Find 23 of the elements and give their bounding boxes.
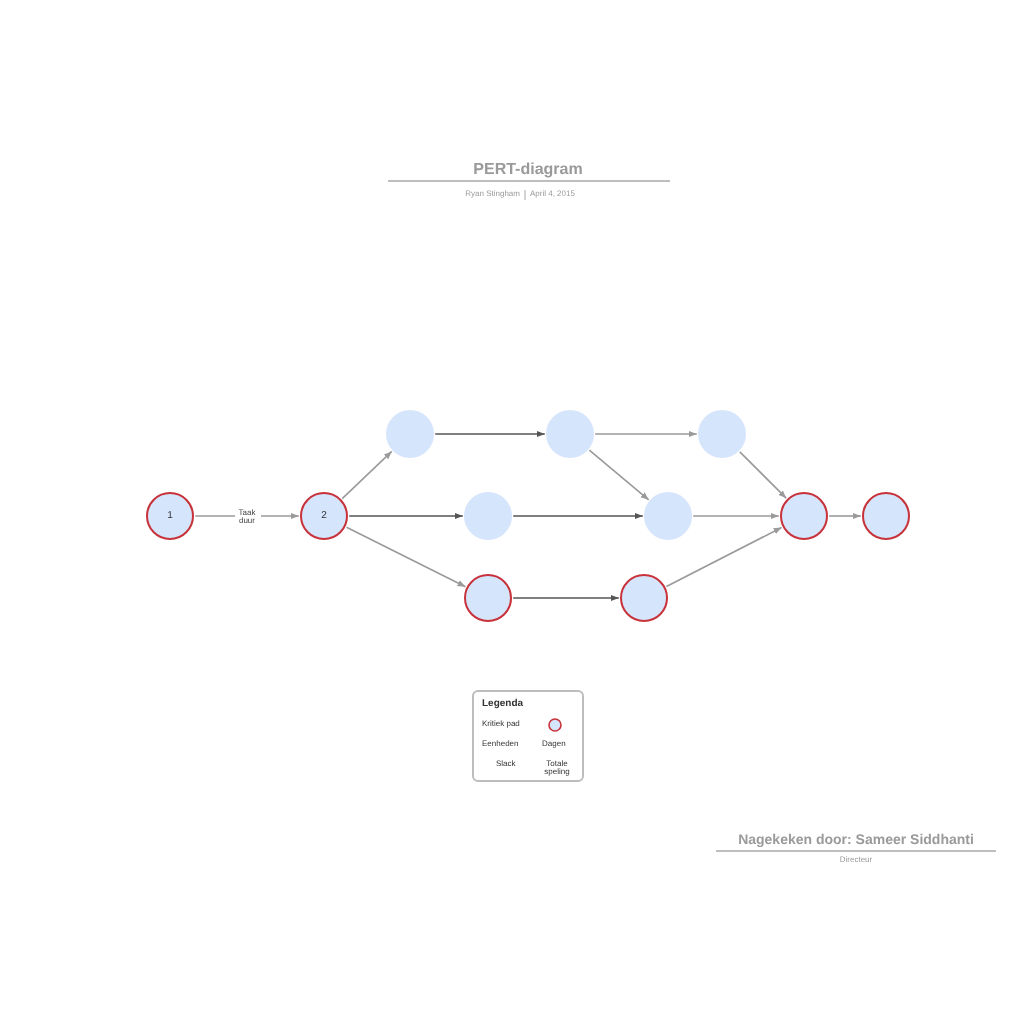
arrow [434,430,546,438]
diagram-title: PERT-diagram [471,162,585,180]
arrow [348,512,464,520]
arrow [594,430,698,438]
event-circle [644,492,692,540]
arrow [588,449,650,501]
arrow [828,512,862,520]
arrow [665,526,783,588]
event-circle [698,410,746,458]
arrow [341,450,393,500]
arrow [512,512,644,520]
event-circle [464,492,512,540]
event-circle [464,574,512,622]
arrow [692,512,780,520]
event-circle [862,492,910,540]
event-circle [546,410,594,458]
arrow [739,451,787,499]
event-circle [780,492,828,540]
arrow [345,526,467,588]
event-circle [386,410,434,458]
arrow [512,594,620,602]
event-circle [620,574,668,622]
arrow [194,512,300,520]
